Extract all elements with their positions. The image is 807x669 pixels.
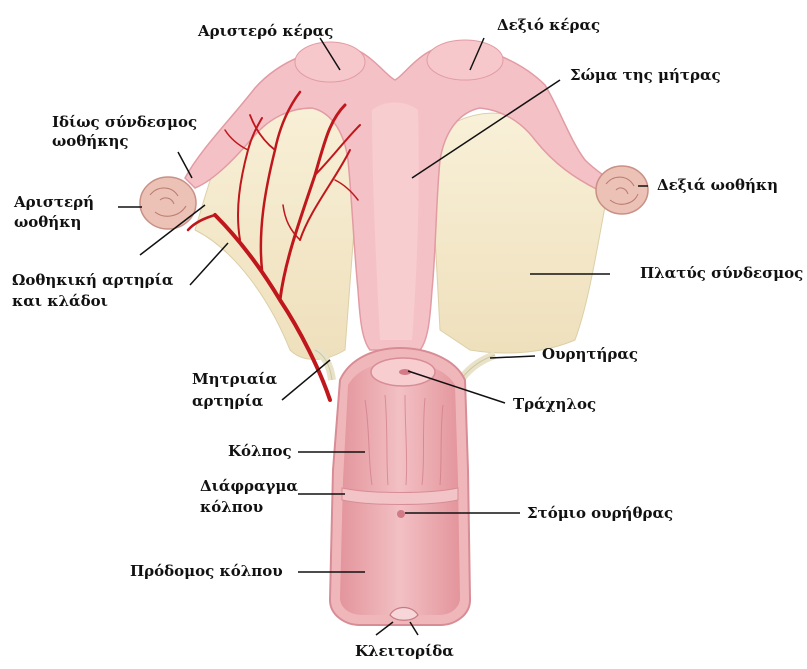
left-horn: [295, 42, 365, 82]
label-uterine-artery-2: αρτηρία: [192, 392, 264, 410]
vagina-inner: [340, 362, 460, 615]
label-urethral-opening: Στόμιο ουρήθρας: [527, 504, 673, 522]
label-ovarian-ligament-2: ωοθήκης: [52, 132, 128, 150]
label-broad-ligament: Πλατύς σύνδεσμος: [640, 264, 803, 282]
right-horn: [427, 40, 503, 80]
label-vaginal-septum-1: Διάφραγμα: [200, 477, 298, 495]
label-left-horn: Αριστερό κέρας: [197, 22, 333, 40]
label-ovarian-artery-1: Ωοθηκική αρτηρία: [12, 271, 174, 289]
label-right-ovary: Δεξιά ωοθήκη: [657, 176, 778, 194]
label-uterine-artery-1: Μητριαία: [192, 370, 278, 388]
label-vaginal-septum-2: κόλπου: [200, 498, 263, 516]
uterus-body-shading: [372, 103, 419, 341]
label-ovarian-artery-2: και κλάδοι: [12, 292, 108, 310]
label-ureter: Ουρητήρας: [542, 345, 638, 363]
label-left-ovary-2: ωοθήκη: [14, 213, 81, 231]
label-right-horn: Δεξιό κέρας: [497, 16, 600, 34]
label-vagina: Κόλπος: [228, 442, 292, 460]
label-vestibule: Πρόδομος κόλπου: [130, 562, 283, 580]
label-cervix: Τράχηλος: [513, 395, 596, 413]
label-ovarian-ligament-1: Ιδίως σύνδεσμος: [52, 113, 197, 131]
left-ovary: [140, 177, 196, 229]
right-ovary: [596, 166, 648, 214]
label-clitoris: Κλειτορίδα: [355, 642, 454, 660]
urethral-opening: [397, 510, 405, 518]
label-left-ovary-1: Αριστερή: [13, 193, 94, 211]
label-uterus-body: Σώμα της μήτρας: [570, 66, 721, 84]
